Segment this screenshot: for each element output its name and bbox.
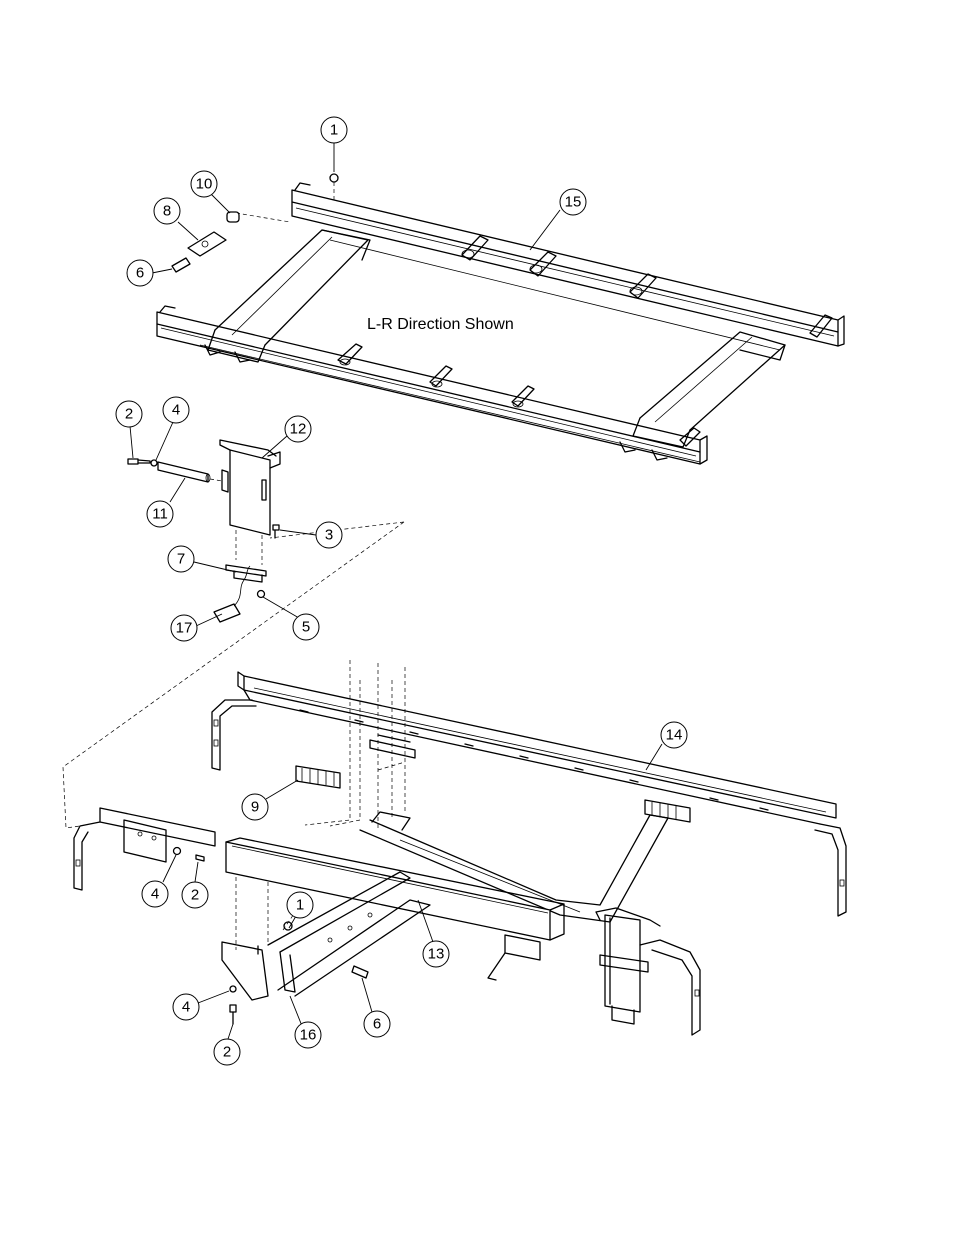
svg-text:15: 15 [565,194,582,211]
svg-text:16: 16 [300,1027,317,1044]
svg-text:17: 17 [176,620,193,637]
callout-6-bottom: 6 [363,1010,391,1038]
callout-1-top: 1 [320,116,348,144]
svg-text:10: 10 [196,176,213,193]
direction-note: L-R Direction Shown [367,316,514,333]
svg-text:8: 8 [163,203,171,220]
svg-text:11: 11 [152,506,168,523]
callout-2-lower-left: 2 [181,881,209,909]
lower-frame-assembly [73,671,847,1036]
lower-guide-lines [235,870,301,950]
callout-13: 13 [422,940,450,968]
upper-frame-assembly: L-R Direction Shown [156,182,845,465]
callout-2-bottom: 2 [213,1038,241,1066]
svg-text:1: 1 [296,897,304,914]
callout-14: 14 [660,721,688,749]
svg-text:12: 12 [290,421,307,438]
assembly-guide-line [62,521,405,829]
callout-7: 7 [167,545,195,573]
svg-text:4: 4 [172,402,180,419]
upper-fasteners [171,173,339,273]
callout-9: 9 [241,793,269,821]
callout-12: 12 [284,415,312,443]
svg-text:2: 2 [223,1044,231,1061]
svg-text:14: 14 [666,727,683,744]
svg-text:2: 2 [191,887,199,904]
callout-2-middle: 2 [115,400,143,428]
callout-3: 3 [315,521,343,549]
svg-text:7: 7 [177,551,185,568]
callout-5: 5 [292,613,320,641]
svg-text:4: 4 [182,999,190,1016]
svg-text:3: 3 [325,527,333,544]
svg-text:6: 6 [136,265,144,282]
svg-text:2: 2 [125,406,133,423]
callout-16: 16 [294,1021,322,1049]
svg-text:1: 1 [330,122,338,139]
callout-4-middle: 4 [162,396,190,424]
callout-6-top: 6 [126,259,154,287]
callout-11: 11 [146,500,174,528]
svg-text:5: 5 [302,619,310,636]
leader-lines [129,143,663,1040]
callout-17: 17 [170,614,198,642]
vertical-guide-lines [304,660,406,830]
svg-text:4: 4 [151,886,159,903]
callout-8: 8 [153,197,181,225]
callout-10: 10 [190,170,218,198]
callout-1-lower: 1 [286,891,314,919]
callout-4-lower-left: 4 [141,880,169,908]
middle-bracket-assembly [127,439,281,623]
callout-4-bottom: 4 [172,993,200,1021]
svg-text:9: 9 [251,799,259,816]
svg-text:13: 13 [428,946,445,963]
svg-text:6: 6 [373,1016,381,1033]
callout-15: 15 [559,188,587,216]
